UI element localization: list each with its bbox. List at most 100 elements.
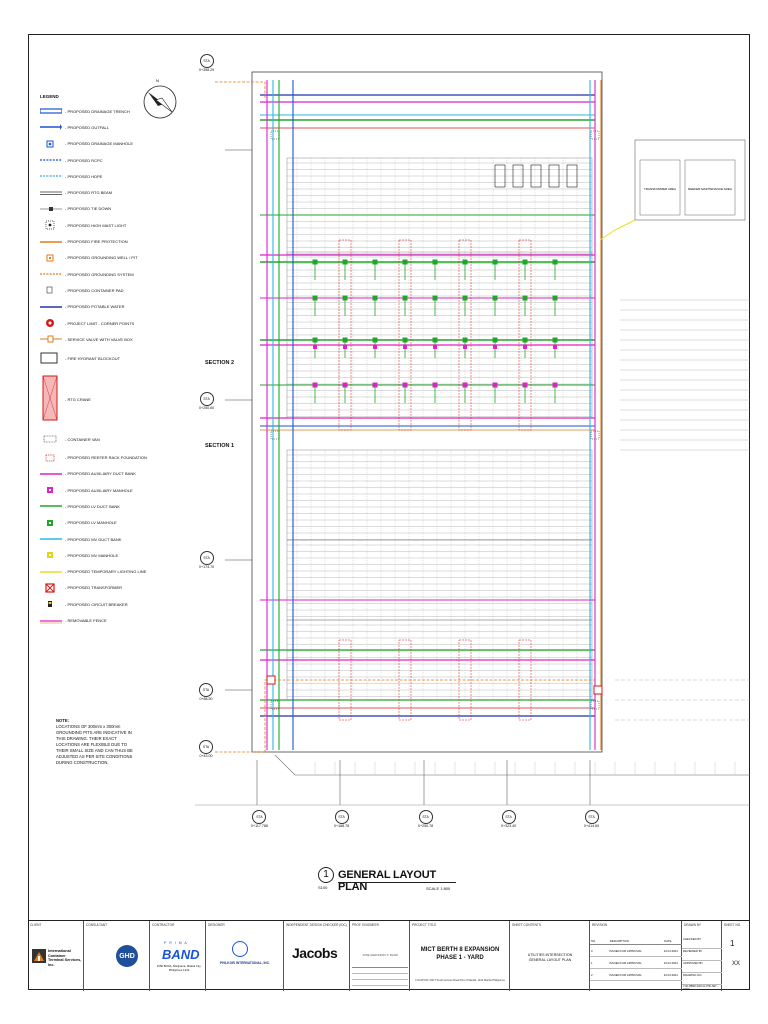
high-mast-light	[270, 130, 280, 140]
transformer-building	[639, 159, 681, 216]
building-outline	[634, 139, 746, 221]
aux-manhole	[463, 345, 467, 349]
plan-title: GENERAL LAYOUT PLAN	[338, 869, 437, 893]
legend-item: - PROPOSED POTABLE WATER	[40, 299, 210, 315]
legend-item-label: - PROPOSED AUXILIARY MANHOLE	[65, 487, 133, 493]
band-logo: BAND	[162, 947, 200, 962]
station-circle: STA	[199, 54, 214, 68]
fence-symbol-icon	[40, 616, 62, 626]
high-mast-light	[270, 700, 280, 710]
legend-item: - PROPOSED MV DUCT BANK	[40, 531, 210, 547]
xfmr-symbol-icon	[40, 583, 62, 593]
line-symbol-icon	[40, 501, 62, 511]
high-mast-light	[590, 700, 600, 710]
project-title-cell: PROJECT TITLE MICT BERTH 8 EXPANSION PHA…	[410, 921, 510, 991]
outfall-symbol-icon	[40, 122, 62, 132]
north-label: N	[156, 78, 159, 83]
legend-item: - SERVICE VALVE WITH VALVE BOX	[40, 331, 210, 347]
legend-item: - PROPOSED LV MANHOLE	[40, 515, 210, 531]
client-name: International Container Terminal Service…	[48, 949, 82, 967]
legend-item: - PROPOSED REEFER RACK FOUNDATION	[40, 449, 210, 465]
station-value: 0+117.788	[251, 824, 268, 828]
designer-name: PHILKOEI INTERNATIONAL, INC.	[220, 961, 270, 965]
legend-item-label: - CONTAINER VAN	[65, 436, 100, 442]
legend-item-label: - PROPOSED MV DUCT BANK	[65, 536, 122, 542]
legend-item-label: - SERVICE VALVE WITH VALVE BOX	[65, 336, 133, 342]
aux-manhole	[523, 345, 527, 349]
pavement-edge	[274, 754, 750, 776]
station-circle: STA	[252, 810, 267, 824]
legend-item-label: - RTG CRANE	[65, 396, 91, 402]
line-symbol-icon	[40, 534, 62, 544]
high-mast-light	[270, 430, 280, 440]
legend-item-label: - PROPOSED OUTFALL	[65, 124, 110, 130]
consultant-heading: CONSULTANT	[86, 923, 108, 927]
legend-item-label: - PROPOSED GROUNDING SYSTEM	[65, 271, 134, 277]
sheet-contents-heading: SHEET CONTENTS	[512, 923, 541, 927]
station-value: 0+250.78	[418, 824, 434, 828]
client-cell: CLIENT International Container Terminal …	[28, 921, 84, 991]
title-block: CLIENT International Container Terminal …	[28, 920, 750, 991]
van-symbol-icon	[40, 434, 62, 444]
legend-item: - PROPOSED RTG BEAM	[40, 184, 210, 200]
aux-manhole	[493, 345, 497, 349]
dot-symbol-icon	[40, 318, 62, 328]
valve-symbol-icon	[40, 334, 62, 344]
drawn-by-heading: DRAWN BY	[684, 923, 702, 927]
station-value: 0+358.29	[199, 68, 215, 72]
station-value: 0+43.00	[199, 754, 213, 758]
sheet-total: XX	[732, 961, 741, 967]
reefer-rack	[548, 164, 560, 188]
legend-item-label: - PROPOSED REEFER RACK FOUNDATION	[65, 455, 147, 461]
sq-symbol-icon	[40, 485, 62, 495]
station-circle: STA	[584, 810, 599, 824]
sheet-border	[28, 34, 750, 990]
aux-manhole	[553, 345, 557, 349]
philkoei-logo	[232, 941, 248, 957]
project-subtitle: PHASE 1 - YARD	[436, 955, 484, 961]
sheet-contents-cell: SHEET CONTENTS UTILITIES INTERSECTION GE…	[510, 921, 590, 991]
container-block	[286, 339, 593, 419]
hml-symbol-icon	[40, 220, 62, 230]
aux-manhole	[343, 345, 347, 349]
revision-col-head: DESCRIPTION	[609, 938, 629, 943]
yard-boundary	[251, 71, 603, 753]
layout-plan-drawing: TRANSFORMER AREA REEFER MAINTENANCE AREA	[195, 71, 750, 806]
designer-cell: DESIGNER PHILKOEI INTERNATIONAL, INC.	[206, 921, 284, 991]
plan-title-rule	[338, 882, 456, 883]
plan-title-block: 1 GENERAL LAYOUT PLAN S100 SCALE 1:800	[316, 865, 456, 895]
station-value: 0+250.60	[199, 406, 215, 410]
revision-heading: REVISION	[592, 923, 608, 927]
rtg-symbol-icon	[40, 375, 62, 421]
section-2-label: SECTION 2	[205, 360, 235, 366]
legend-item: - PROPOSED HIGH MAST LIGHT	[40, 217, 210, 233]
legend-list: - PROPOSED DRAINAGE TRENCH- PROPOSED OUT…	[40, 103, 210, 629]
aux-manhole	[373, 345, 377, 349]
building-label: REEFER MAINTENANCE AREA	[688, 187, 732, 191]
sq-symbol-icon	[40, 550, 62, 560]
high-mast-light	[590, 130, 600, 140]
trench-symbol-icon	[40, 106, 62, 116]
line-symbol-icon	[40, 469, 62, 479]
legend-item-label: - FIRE HYDRANT BLOCKOUT	[65, 355, 121, 361]
transformer-marker	[593, 685, 603, 695]
sheet-number-cell: SHEET NO. 1 XX	[722, 921, 750, 991]
contractor-heading: CONTRACTOR	[152, 923, 175, 927]
building-label: TRANSFORMER AREA	[644, 187, 676, 191]
cb-symbol-icon	[40, 599, 62, 609]
signature-row: CHECKED BY	[682, 937, 722, 949]
legend-item-label: - REMOVABLE FENCE	[65, 618, 107, 624]
ghd-logo-text: GHD	[119, 952, 135, 960]
fire-protection-line	[215, 81, 266, 100]
